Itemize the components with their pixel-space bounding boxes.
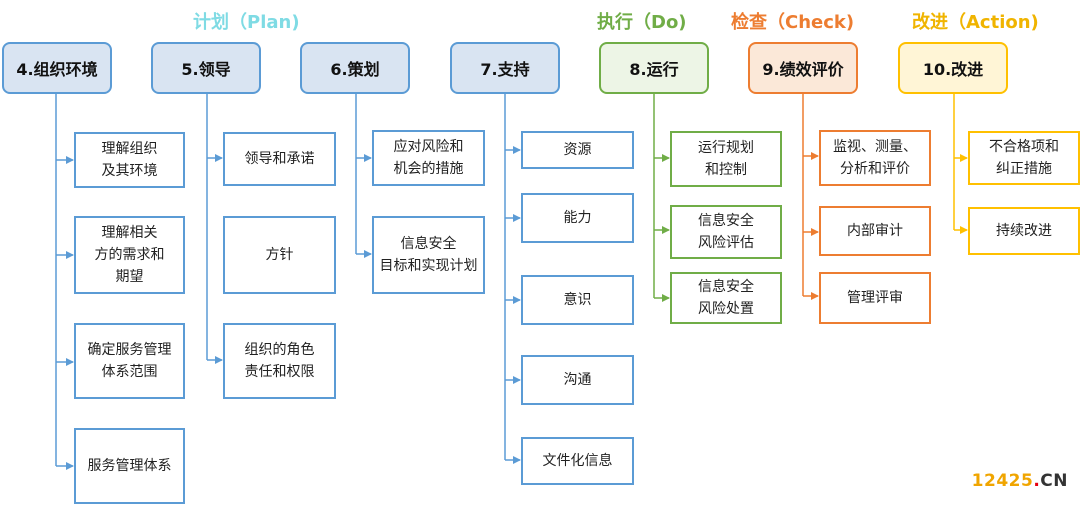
clause-6-item: 应对风险和 机会的措施 [372, 130, 485, 186]
connector-group-10 [953, 94, 968, 234]
clause-9-header: 9.绩效评价 [748, 42, 858, 94]
clause-5-item: 领导和承诺 [223, 132, 336, 186]
watermark-suffix: CN [1040, 471, 1068, 491]
clause-5-item: 组织的角色 责任和权限 [223, 323, 336, 399]
connector-group-8 [653, 94, 670, 302]
clause-8-header: 8.运行 [599, 42, 709, 94]
phase-label-plan: 计划（Plan) [193, 12, 300, 33]
clause-7-item: 能力 [521, 193, 634, 243]
connector-group-7 [504, 94, 521, 464]
clause-10-item: 持续改进 [968, 207, 1080, 255]
clause-10-item: 不合格项和 纠正措施 [968, 131, 1080, 185]
clause-4-item: 理解组织 及其环境 [74, 132, 185, 188]
clause-8-item: 信息安全 风险处置 [670, 272, 782, 324]
clause-7-item: 沟通 [521, 355, 634, 405]
clause-9-item: 管理评审 [819, 272, 931, 324]
clause-10-header: 10.改进 [898, 42, 1008, 94]
connector-group-4 [55, 94, 74, 470]
clause-6-header: 6.策划 [300, 42, 410, 94]
clause-6-item: 信息安全 目标和实现计划 [372, 216, 485, 294]
clause-7-header: 7.支持 [450, 42, 560, 94]
connector-group-6 [355, 94, 372, 258]
clause-9-item: 内部审计 [819, 206, 931, 256]
clause-4-item: 确定服务管理 体系范围 [74, 323, 185, 399]
clause-7-item: 意识 [521, 275, 634, 325]
clause-5-item: 方针 [223, 216, 336, 294]
connector-group-5 [206, 94, 223, 364]
clause-9-item: 监视、测量、 分析和评价 [819, 130, 931, 186]
clause-4-header: 4.组织环境 [2, 42, 112, 94]
clause-5-header: 5.领导 [151, 42, 261, 94]
clause-4-item: 理解相关 方的需求和 期望 [74, 216, 185, 294]
phase-label-do: 执行（Do) [597, 12, 687, 33]
clause-8-item: 信息安全 风险评估 [670, 205, 782, 259]
watermark-number: 12425 [971, 471, 1034, 491]
clause-8-item: 运行规划 和控制 [670, 131, 782, 187]
clause-7-item: 资源 [521, 131, 634, 169]
watermark-logo: 12425.CN [972, 471, 1068, 491]
phase-label-action: 改进（Action) [912, 12, 1039, 33]
clause-4-item: 服务管理体系 [74, 428, 185, 504]
phase-label-check: 检查（Check) [731, 12, 855, 33]
clause-7-item: 文件化信息 [521, 437, 634, 485]
connector-group-9 [802, 94, 819, 300]
watermark-dot: . [1033, 471, 1041, 491]
